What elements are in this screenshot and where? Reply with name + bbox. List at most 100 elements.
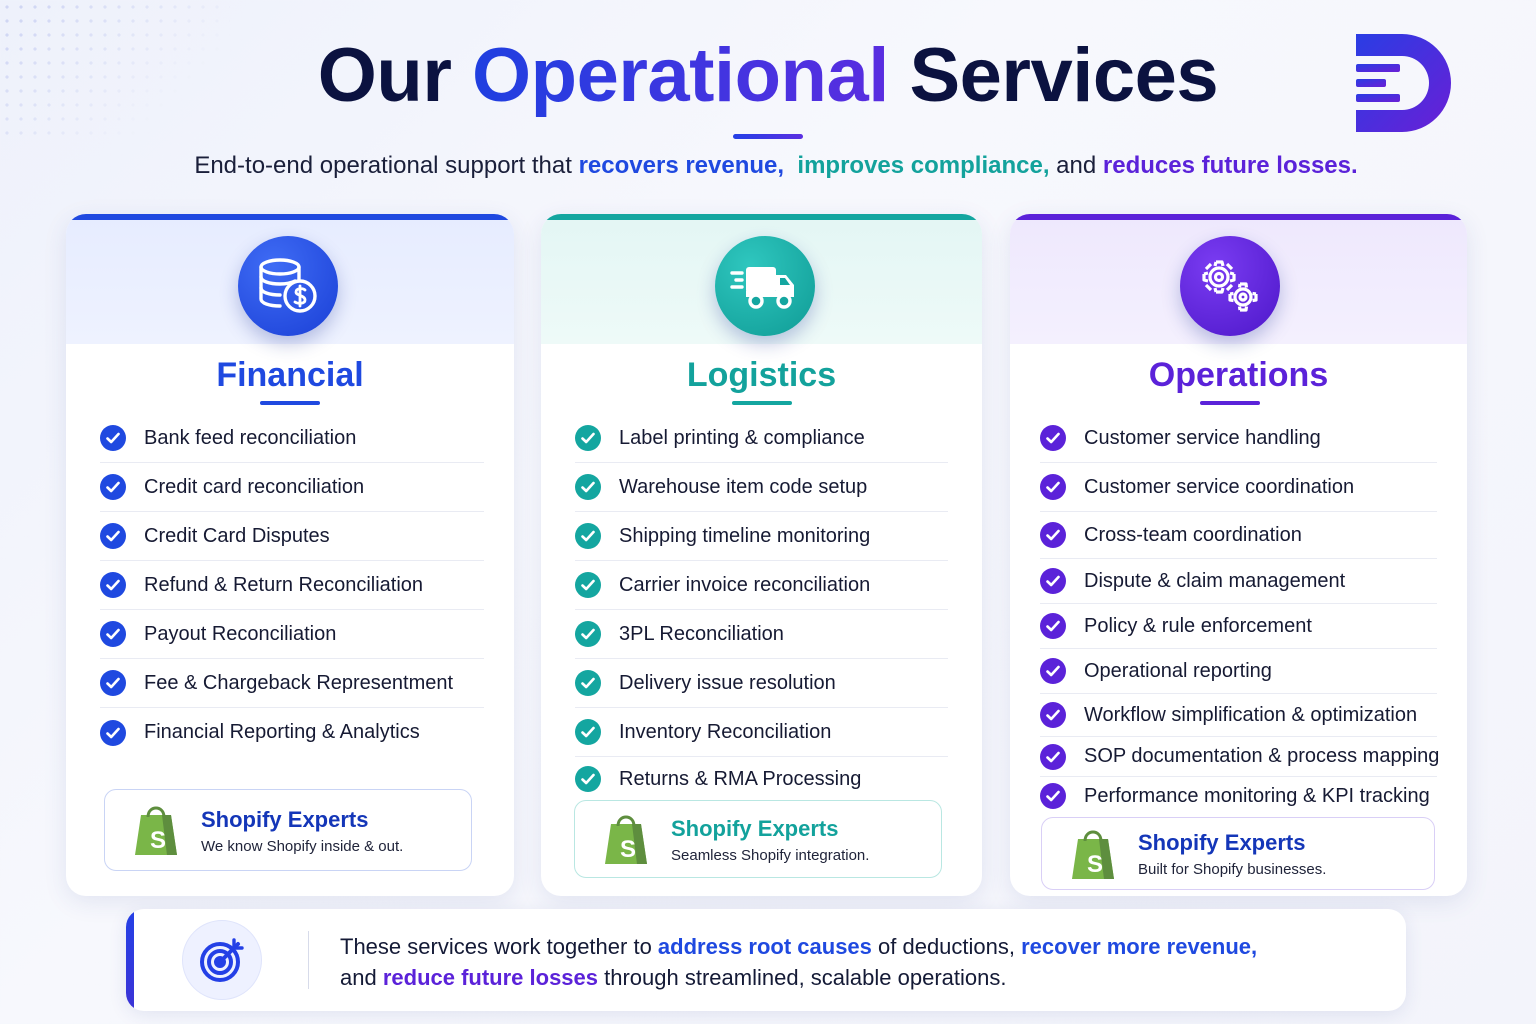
item-label: Policy & rule enforcement xyxy=(1084,614,1312,637)
list-item: Carrier invoice reconciliation xyxy=(575,561,948,610)
check-icon xyxy=(1040,425,1066,451)
check-icon xyxy=(100,670,126,696)
decorative-dot-pattern xyxy=(0,0,230,140)
item-label: Operational reporting xyxy=(1084,659,1272,682)
title-part-1: Our xyxy=(317,33,473,118)
check-icon xyxy=(100,474,126,500)
list-item: Payout Reconciliation xyxy=(100,610,484,659)
item-label: Financial Reporting & Analytics xyxy=(144,721,420,743)
subtitle-mid: and xyxy=(1049,152,1103,179)
item-label: Payout Reconciliation xyxy=(144,622,337,645)
check-icon xyxy=(575,670,601,696)
check-icon xyxy=(1040,743,1066,770)
shopify-subtitle: Seamless Shopify integration. xyxy=(671,846,870,864)
check-icon xyxy=(1040,568,1066,594)
check-icon xyxy=(575,474,601,500)
list-item: 3PL Reconciliation xyxy=(575,610,948,659)
list-item: Fee & Chargeback Representment xyxy=(100,659,484,708)
item-label: Credit Card Disputes xyxy=(144,524,330,547)
check-icon xyxy=(575,621,601,647)
card-top-accent xyxy=(66,214,514,220)
shopify-subtitle: We know Shopify inside & out. xyxy=(201,837,404,855)
shopify-subtitle: Built for Shopify businesses. xyxy=(1138,861,1327,878)
card-title-underline xyxy=(732,401,792,405)
list-item: Label printing & compliance xyxy=(575,414,948,463)
item-label: Refund & Return Reconciliation xyxy=(144,573,424,596)
card-logistics: Logistics Label printing & compliance Wa… xyxy=(541,214,982,896)
item-label: Warehouse item code setup xyxy=(619,475,868,498)
check-icon xyxy=(100,523,126,549)
card-top-accent xyxy=(541,214,982,220)
subtitle-highlight-compliance: improves compliance, xyxy=(797,152,1050,179)
item-label: Workflow simplification & optimization xyxy=(1084,703,1418,726)
summary-highlight-root-causes: address root causes xyxy=(657,934,872,959)
item-label: Shipping timeline monitoring xyxy=(619,524,871,547)
check-icon xyxy=(100,425,126,451)
check-icon xyxy=(1040,522,1066,548)
summary-text-part: and xyxy=(340,965,383,990)
target-icon xyxy=(182,920,262,1000)
list-item: Credit card reconciliation xyxy=(100,463,484,512)
item-label: 3PL Reconciliation xyxy=(619,622,784,645)
list-item: Policy & rule enforcement xyxy=(1040,604,1437,649)
shopify-title: Shopify Experts xyxy=(1138,830,1306,855)
summary-line-1: These services work together to address … xyxy=(340,931,1257,962)
title-underline xyxy=(733,134,803,139)
item-label: Carrier invoice reconciliation xyxy=(619,573,871,596)
list-item: SOP documentation & process mapping xyxy=(1040,737,1440,777)
truck-icon xyxy=(715,236,815,336)
check-icon xyxy=(575,572,601,598)
banner-accent-bar xyxy=(126,909,134,1011)
svg-text:S: S xyxy=(1087,851,1103,878)
item-label: Label printing & compliance xyxy=(619,426,865,449)
subtitle-highlight-losses: reduces future losses. xyxy=(1102,152,1358,179)
card-title: Operations xyxy=(1148,356,1329,394)
check-icon xyxy=(1040,783,1066,809)
check-icon xyxy=(575,719,601,745)
item-label: SOP documentation & process mapping xyxy=(1084,745,1440,767)
page-subtitle: End-to-end operational support that reco… xyxy=(0,152,1536,180)
item-label: Fee & Chargeback Representment xyxy=(144,671,454,694)
check-icon xyxy=(100,621,126,647)
check-icon xyxy=(575,766,601,792)
item-label: Delivery issue resolution xyxy=(619,671,836,694)
summary-text: These services work together to address … xyxy=(340,931,1257,993)
subtitle-highlight-revenue: recovers revenue, xyxy=(578,152,785,179)
shopify-experts-badge: S Shopify Experts Built for Shopify busi… xyxy=(1041,817,1435,890)
check-icon xyxy=(1040,702,1066,728)
item-label: Inventory Reconciliation xyxy=(619,720,832,743)
list-item: Credit Card Disputes xyxy=(100,512,484,561)
service-list: Label printing & compliance Warehouse it… xyxy=(575,414,948,801)
check-icon xyxy=(575,523,601,549)
check-icon xyxy=(100,719,126,746)
subtitle-lead: End-to-end operational support that xyxy=(194,152,579,179)
list-item: Performance monitoring & KPI tracking xyxy=(1040,777,1437,815)
card-top-accent xyxy=(1010,214,1467,220)
coins-dollar-icon xyxy=(238,236,338,336)
item-label: Performance monitoring & KPI tracking xyxy=(1084,784,1430,807)
svg-text:S: S xyxy=(150,827,166,854)
check-icon xyxy=(575,425,601,451)
list-item: Returns & RMA Processing xyxy=(575,757,948,801)
list-item: Dispute & claim management xyxy=(1040,559,1437,604)
card-title: Financial xyxy=(216,356,364,394)
list-item: Customer service handling xyxy=(1040,414,1437,463)
summary-text-part: through streamlined, scalable operations… xyxy=(598,965,1007,990)
card-operations: Operations Customer service handling Cus… xyxy=(1010,214,1467,896)
card-financial: Financial Bank feed reconciliation Credi… xyxy=(66,214,514,896)
shopify-experts-badge: S Shopify Experts Seamless Shopify integ… xyxy=(574,800,942,878)
gears-icon xyxy=(1180,236,1280,336)
banner-divider xyxy=(308,931,309,989)
card-title-underline xyxy=(1200,401,1260,405)
page-title: Our Operational Services xyxy=(0,34,1536,118)
list-item: Warehouse item code setup xyxy=(575,463,948,512)
item-label: Customer service handling xyxy=(1084,426,1321,449)
shopify-experts-badge: S Shopify Experts We know Shopify inside… xyxy=(104,789,472,871)
check-icon xyxy=(1040,613,1066,639)
summary-highlight-reduce-losses: reduce future losses xyxy=(382,965,599,990)
shopify-bag-icon: S xyxy=(135,806,177,855)
shopify-title: Shopify Experts xyxy=(201,806,369,832)
item-label: Credit card reconciliation xyxy=(144,475,365,498)
svg-text:S: S xyxy=(620,836,636,863)
item-label: Cross-team coordination xyxy=(1084,523,1302,546)
